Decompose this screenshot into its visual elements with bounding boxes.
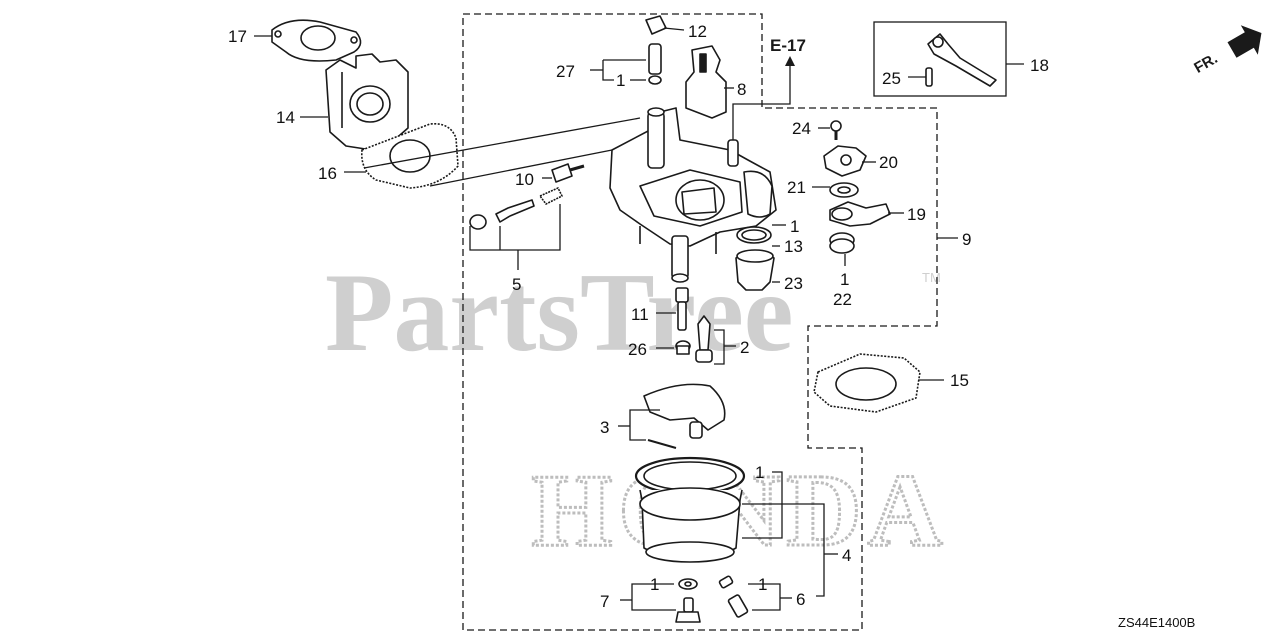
part-17-gasket xyxy=(271,19,362,62)
callout-25: 25 xyxy=(882,69,901,88)
assembly-boundaries xyxy=(462,13,938,631)
callout-19: 19 xyxy=(907,205,926,224)
part-11-nozzle xyxy=(675,287,689,331)
part-2-needle-valve xyxy=(695,315,713,363)
part-10-screw xyxy=(551,163,585,183)
part-14-insulator xyxy=(325,53,409,151)
partstree-watermark: PartsTree TM xyxy=(325,251,941,375)
part-26-jet xyxy=(675,340,691,355)
callout-9: 9 xyxy=(962,230,971,249)
lever-group-outline xyxy=(873,21,1007,97)
reference-label: E-17 xyxy=(770,36,806,55)
direction-arrow-icon xyxy=(1227,25,1262,58)
part-23-housing xyxy=(735,249,775,291)
callout-5: 5 xyxy=(512,275,521,294)
callout-13: 13 xyxy=(784,237,803,256)
part-3-float xyxy=(643,383,726,449)
part-27-screw xyxy=(648,43,662,85)
part-18-lever xyxy=(927,33,997,87)
part-8-cover xyxy=(685,45,727,119)
carburetor-body xyxy=(609,107,777,283)
part-20-cover xyxy=(823,145,867,177)
carburetor-group-outline xyxy=(462,13,938,631)
callout-2: 2 xyxy=(740,338,749,357)
callout-11: 11 xyxy=(631,305,649,324)
callout-3: 3 xyxy=(600,418,609,437)
callout-22: 22 xyxy=(833,290,852,309)
part-6-drain-screw xyxy=(718,575,749,618)
callout-1-a: 1 xyxy=(616,71,625,90)
callout-1-f: 1 xyxy=(758,575,767,594)
partstree-watermark-text: PartsTree xyxy=(325,251,794,375)
callout-1-c: 1 xyxy=(840,270,849,289)
trademark-mark: TM xyxy=(922,270,941,285)
diagram-code: ZS44E1400B xyxy=(1118,615,1195,630)
callout-15: 15 xyxy=(950,371,969,390)
direction-label: FR. xyxy=(1191,50,1220,77)
callout-17: 17 xyxy=(228,27,247,46)
callout-8: 8 xyxy=(737,80,746,99)
part-12-cap xyxy=(645,15,667,35)
part-13-o-ring xyxy=(736,226,772,244)
callout-27: 27 xyxy=(556,62,575,81)
callout-4: 4 xyxy=(842,546,851,565)
callout-20: 20 xyxy=(879,153,898,172)
callout-10: 10 xyxy=(515,170,534,189)
callout-7: 7 xyxy=(600,592,609,611)
part-4-float-bowl xyxy=(634,456,746,563)
part-5-screw-set xyxy=(469,187,563,230)
leader-lines xyxy=(254,27,1024,611)
part-7-drain-bolt xyxy=(675,578,701,623)
part-16-gasket xyxy=(360,122,459,189)
callout-16: 16 xyxy=(318,164,337,183)
part-21-washer xyxy=(829,182,859,198)
callout-1-e: 1 xyxy=(650,575,659,594)
callout-26: 26 xyxy=(628,340,647,359)
callout-18: 18 xyxy=(1030,56,1049,75)
callout-1-b: 1 xyxy=(790,217,799,236)
callout-labels: 17 14 16 12 27 1 8 10 5 24 20 21 19 1 13… xyxy=(228,22,1049,611)
part-25-pin xyxy=(925,67,933,87)
callout-1-d: 1 xyxy=(755,463,764,482)
callout-14: 14 xyxy=(276,108,295,127)
callout-24: 24 xyxy=(792,119,811,138)
part-24-screw xyxy=(830,120,842,140)
part-15-gasket xyxy=(813,353,921,413)
callout-12: 12 xyxy=(688,22,707,41)
part-19-lever xyxy=(829,201,891,227)
reference-e17: E-17 xyxy=(732,36,806,140)
callout-21: 21 xyxy=(787,178,806,197)
front-direction-indicator: FR. xyxy=(1191,25,1262,77)
callout-23: 23 xyxy=(784,274,803,293)
part-22-seal xyxy=(829,232,855,254)
callout-6: 6 xyxy=(796,590,805,609)
